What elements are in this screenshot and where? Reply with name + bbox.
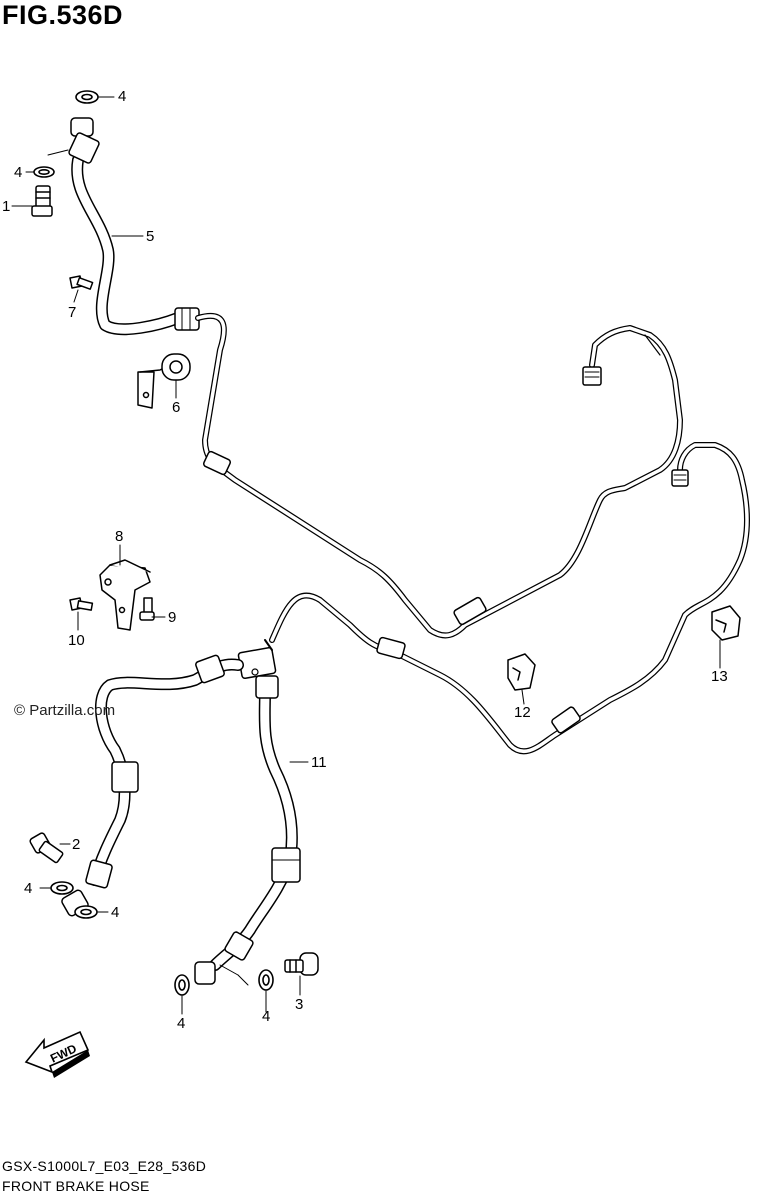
- callout-4: 4: [177, 1015, 186, 1032]
- callout-4: 4: [118, 88, 127, 105]
- brake-hose-left: [61, 654, 244, 917]
- hose-clamp-part: [137, 353, 191, 409]
- callout-5: 5: [146, 228, 155, 245]
- hose-splitter-block: [237, 639, 277, 680]
- brake-hose-right: [194, 675, 301, 985]
- figure-title: FIG.536D: [2, 0, 124, 30]
- bolt-parts: [29, 185, 319, 976]
- callout-4: 4: [111, 904, 120, 921]
- callout-1: 1: [2, 198, 11, 215]
- hose-clip-part-13: [711, 605, 741, 641]
- model-code: GSX-S1000L7_E03_E28_536D: [2, 1158, 207, 1174]
- callout-9: 9: [168, 609, 177, 626]
- callout-7: 7: [68, 304, 77, 321]
- brake-pipe-upper: [195, 312, 683, 639]
- callout-4: 4: [14, 164, 23, 181]
- hose-clip-part-12: [507, 653, 536, 691]
- leader-lines: [11, 96, 721, 1015]
- callout-12: 12: [514, 704, 531, 721]
- figure-description: FRONT BRAKE HOSE: [2, 1178, 150, 1194]
- partzilla-watermark: © Partzilla.com: [14, 702, 116, 719]
- callout-8: 8: [115, 528, 124, 545]
- brake-pipe-lower: [269, 442, 750, 755]
- callout-4: 4: [262, 1008, 271, 1025]
- callout-2: 2: [72, 836, 81, 853]
- callout-13: 13: [711, 668, 728, 685]
- callout-10: 10: [68, 632, 85, 649]
- brake-hose-upper: [68, 117, 200, 336]
- callout-11: 11: [311, 754, 327, 771]
- forward-direction-arrow: FWD: [24, 1030, 90, 1078]
- washer-parts: [33, 90, 274, 996]
- callout-6: 6: [172, 399, 181, 416]
- callout-4: 4: [24, 880, 33, 897]
- callout-3: 3: [295, 996, 304, 1013]
